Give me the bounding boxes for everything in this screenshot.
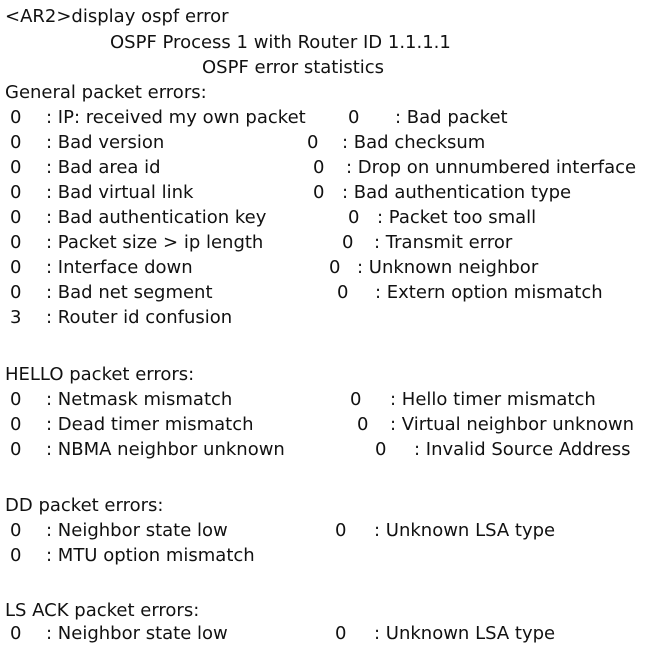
process-line: OSPF Process 1 with Router ID 1.1.1.1 [110,32,451,53]
general-row-5-left-value: 0 [10,207,22,228]
hello-row-3-right-value: 0 [375,439,387,460]
general-row-5-right-value: 0 [348,207,360,228]
dd-row-1-right-value: 0 [335,520,347,541]
general-row-7-left-label: : Interface down [46,257,193,278]
general-row-1-left-label: : IP: received my own packet [46,107,306,128]
general-row-1-left-value: 0 [10,107,22,128]
general-row-5-left-label: : Bad authentication key [46,207,267,228]
general-row-4-right-label: : Bad authentication type [342,182,572,203]
command-line: <AR2>display ospf error [5,6,229,27]
hello-row-1-left-value: 0 [10,389,22,410]
hello-row-3-left-value: 0 [10,439,22,460]
lsack-row-1-left-label: : Neighbor state low [46,623,228,644]
general-row-6-right-label: : Transmit error [374,232,513,253]
dd-row-2-left-value: 0 [10,545,22,566]
dd-row-1-left-value: 0 [10,520,22,541]
dd-row-1-left-label: : Neighbor state low [46,520,228,541]
general-row-8-right-label: : Extern option mismatch [375,282,603,303]
lsack-row-1-left-value: 0 [10,623,22,644]
general-row-6-left-value: 0 [10,232,22,253]
hello-errors-header: HELLO packet errors: [5,364,195,385]
hello-row-2-right-value: 0 [357,414,369,435]
general-row-2-left-label: : Bad version [46,132,165,153]
general-row-1-right-label: : Bad packet [395,107,508,128]
dd-row-2-left-label: : MTU option mismatch [46,545,255,566]
general-row-9-left-label: : Router id confusion [46,307,233,328]
hello-row-2-right-label: : Virtual neighbor unknown [390,414,634,435]
general-row-3-right-label: : Drop on unnumbered interface [346,157,637,178]
general-row-3-left-label: : Bad area id [46,157,161,178]
hello-row-1-left-label: : Netmask mismatch [46,389,233,410]
hello-row-3-left-label: : NBMA neighbor unknown [46,439,285,460]
general-errors-header: General packet errors: [5,82,207,103]
general-row-8-left-value: 0 [10,282,22,303]
lsack-errors-header: LS ACK packet errors: [5,600,200,621]
dd-errors-header: DD packet errors: [5,495,164,516]
dd-row-1-right-label: : Unknown LSA type [374,520,556,541]
general-row-2-right-value: 0 [307,132,319,153]
general-row-8-right-value: 0 [337,282,349,303]
stats-title: OSPF error statistics [202,57,385,78]
general-row-7-right-label: : Unknown neighbor [357,257,539,278]
hello-row-3-right-label: : Invalid Source Address [414,439,631,460]
general-row-2-left-value: 0 [10,132,22,153]
hello-row-2-left-value: 0 [10,414,22,435]
general-row-7-right-value: 0 [329,257,341,278]
general-row-7-left-value: 0 [10,257,22,278]
lsack-row-1-right-label: : Unknown LSA type [374,623,556,644]
general-row-6-left-label: : Packet size > ip length [46,232,264,253]
general-row-4-left-value: 0 [10,182,22,203]
general-row-5-right-label: : Packet too small [377,207,537,228]
general-row-9-left-value: 3 [10,307,22,328]
general-row-1-right-value: 0 [348,107,360,128]
hello-row-1-right-value: 0 [350,389,362,410]
hello-row-2-left-label: : Dead timer mismatch [46,414,254,435]
general-row-2-right-label: : Bad checksum [342,132,486,153]
general-row-4-left-label: : Bad virtual link [46,182,194,203]
general-row-6-right-value: 0 [342,232,354,253]
general-row-8-left-label: : Bad net segment [46,282,213,303]
general-row-4-right-value: 0 [313,182,325,203]
lsack-row-1-right-value: 0 [335,623,347,644]
general-row-3-left-value: 0 [10,157,22,178]
general-row-3-right-value: 0 [313,157,325,178]
hello-row-1-right-label: : Hello timer mismatch [390,389,596,410]
